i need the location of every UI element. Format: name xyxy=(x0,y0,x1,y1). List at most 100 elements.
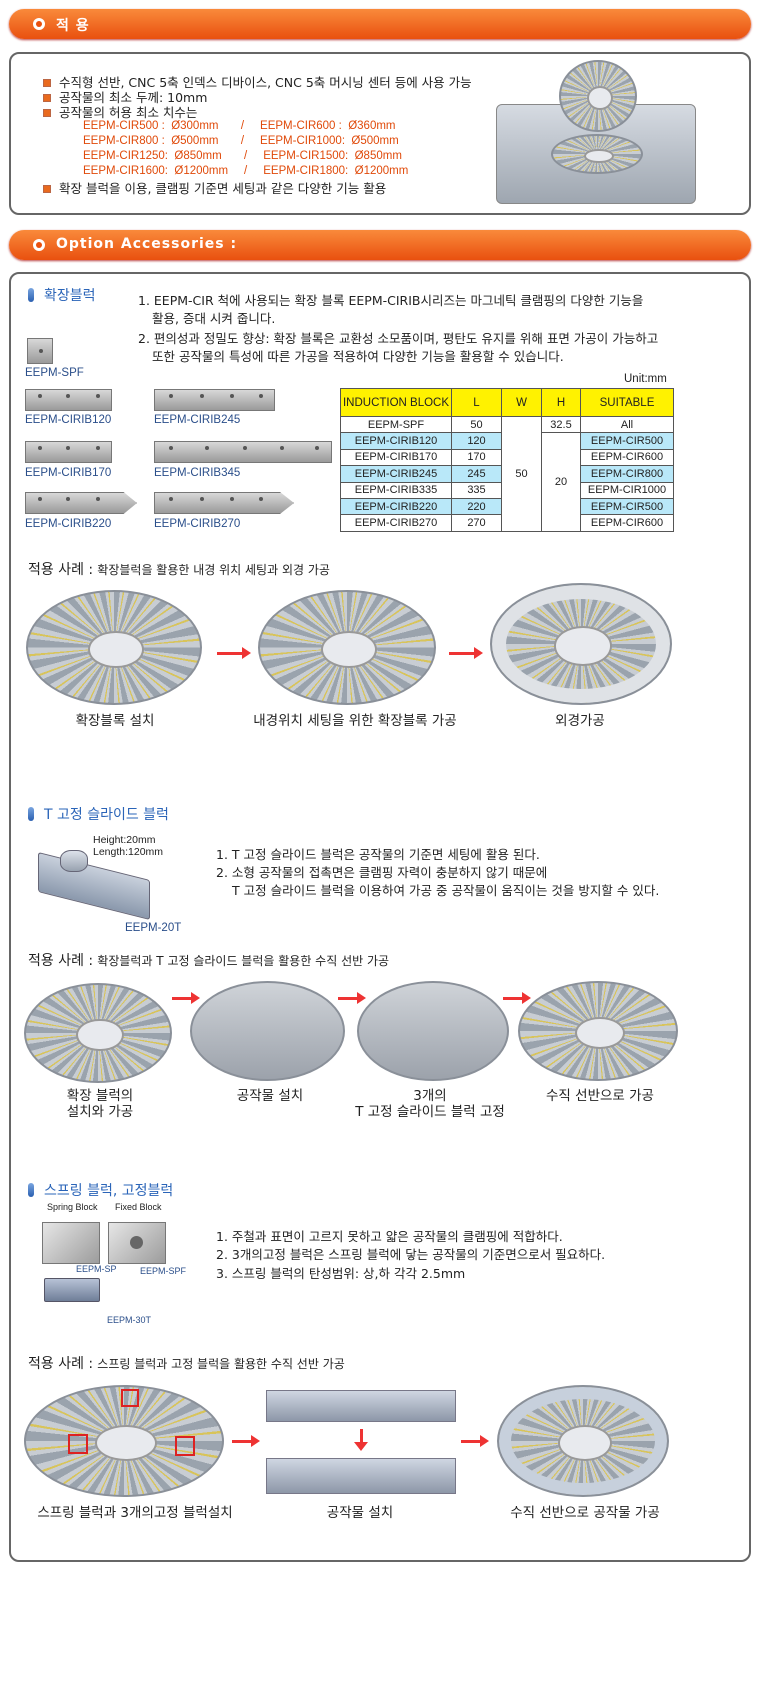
table-row: EEPM-CIRIB245 245 EEPM-CIR800 xyxy=(340,465,674,483)
col-header: L xyxy=(451,388,502,417)
table-cell: 335 xyxy=(451,481,502,499)
table-cell: EEPM-CIR600 xyxy=(580,448,674,467)
example-label: 확장블록 설치 xyxy=(75,713,155,729)
section-marker-icon xyxy=(28,288,34,302)
table-cell: EEPM-SPF xyxy=(340,415,452,434)
apply-text-2: 공작물의 최소 두께: 10mm xyxy=(59,90,208,105)
block-caption: EEPM-SPF xyxy=(25,367,84,379)
t-slide-title: T 고정 슬라이드 블럭 xyxy=(28,804,169,824)
t30-block-image xyxy=(44,1278,100,1302)
bullet-icon xyxy=(43,185,51,193)
table-cell: EEPM-CIR500 xyxy=(580,432,674,450)
chuck-image xyxy=(24,983,172,1083)
arrow-right-icon xyxy=(338,992,366,1004)
ext-p1a: 1. EEPM-CIR 척에 사용되는 확장 블록 EEPM-CIRIB시리즈는… xyxy=(138,293,644,308)
table-cell: 50 xyxy=(501,416,542,532)
table-cell: EEPM-CIR500 xyxy=(580,497,674,516)
chuck-image xyxy=(24,1385,224,1497)
col-header: SUITABLE xyxy=(580,388,674,417)
spring-p1: 1. 주철과 표면이 고르지 못하고 얇은 공작물의 클램핑에 적합하다. xyxy=(216,1229,563,1244)
arrow-right-icon xyxy=(461,1435,489,1447)
table-cell: 120 xyxy=(451,432,502,450)
spec-line: EEPM-CIR1600: Ø1200mm / EEPM-CIR1800: Ø1… xyxy=(83,165,409,177)
section-header-apply: 적 용 xyxy=(9,9,751,39)
example-label: 외경가공 xyxy=(555,713,605,729)
ext-p2b: 또한 공작물의 특성에 따른 가공을 적용하여 다양한 기능을 활용할 수 있습… xyxy=(152,349,564,364)
t-slide-boss-image xyxy=(60,850,88,872)
block-image xyxy=(25,492,137,514)
example-label: 내경위치 세팅을 위한 확장블록 가공 xyxy=(253,713,457,729)
table-cell: EEPM-CIR1000 xyxy=(580,481,674,499)
block-caption: EEPM-CIRIB120 xyxy=(25,414,112,426)
table-cell: EEPM-CIR800 xyxy=(580,465,674,483)
spring-model: EEPM-SP xyxy=(76,1264,117,1274)
table-cell: EEPM-CIRIB170 xyxy=(340,448,452,467)
chuck-image xyxy=(518,981,678,1081)
table-row: EEPM-CIRIB220 220 EEPM-CIR500 xyxy=(340,497,674,516)
arrow-right-icon xyxy=(449,647,483,659)
table-cell: 270 xyxy=(451,514,502,532)
spring-p3: 3. 스프링 블럭의 탄성범위: 상,하 각각 2.5mm xyxy=(216,1266,466,1281)
apply-text-3: 공작물의 허용 최소 치수는 xyxy=(59,105,198,120)
highlight-box xyxy=(121,1389,139,1407)
arrow-right-icon xyxy=(232,1435,260,1447)
spring-p2: 2. 3개의고정 블럭은 스프링 블럭에 닿는 공작물의 기준면으로서 필요하다… xyxy=(216,1247,606,1262)
ext-p2a: 2. 편의성과 정밀도 향상: 확장 블록은 교환성 소모품이며, 평탄도 유지… xyxy=(138,331,659,346)
unit-label: Unit:mm xyxy=(624,373,667,385)
spring-block-label: Spring Block xyxy=(47,1202,98,1212)
block-caption: EEPM-CIRIB220 xyxy=(25,518,112,530)
table-header-row: INDUCTION BLOCK L W H SUITABLE xyxy=(340,388,674,417)
chuck-image xyxy=(559,60,637,132)
table-cell: 170 xyxy=(451,448,502,467)
spec-line: EEPM-CIR1250: Ø850mm / EEPM-CIR1500: Ø85… xyxy=(83,150,402,162)
chuck-image xyxy=(26,590,202,705)
arrow-right-icon xyxy=(217,647,251,659)
spec-line: EEPM-CIR500 : Ø300mm / EEPM-CIR600 : Ø36… xyxy=(83,120,396,132)
table-row: EEPM-CIRIB270 270 EEPM-CIR600 xyxy=(340,514,674,532)
extension-block-title: 확장블럭 xyxy=(28,285,96,305)
chuck-image xyxy=(497,1385,669,1497)
t-height: Height:20mm xyxy=(93,834,156,846)
table-row: EEPM-SPF 50 50 32.5 All xyxy=(340,415,674,532)
example-label: 공작물 설치 xyxy=(326,1505,394,1521)
apply-text-1: 수직형 선반, CNC 5축 인덱스 디바이스, CNC 5축 머시닝 센터 등… xyxy=(59,75,472,90)
block-image xyxy=(25,441,112,463)
side-view-image xyxy=(266,1390,456,1422)
block-image xyxy=(27,338,53,364)
block-image xyxy=(154,389,275,411)
chuck-image xyxy=(490,583,672,705)
block-caption: EEPM-CIRIB345 xyxy=(154,467,241,479)
side-view-image xyxy=(266,1458,456,1494)
spring-block-image xyxy=(42,1222,100,1264)
example-label: 스프링 블럭과 3개의고정 블럭설치 xyxy=(37,1505,233,1521)
t-p2b: T 고정 슬라이드 블럭을 이용하여 가공 중 공작물이 움직이는 것을 방지할… xyxy=(232,883,660,898)
chuck-image xyxy=(551,134,643,174)
col-header: H xyxy=(541,388,581,417)
col-header: W xyxy=(501,388,542,417)
table-cell: EEPM-CIRIB220 xyxy=(340,497,452,516)
arrow-right-icon xyxy=(503,992,531,1004)
table-cell: 50 xyxy=(451,415,502,434)
t-p2a: 2. 소형 공작물의 접촉면은 클램핑 자력이 충분하지 않기 때문에 xyxy=(216,865,548,880)
bullet-dot-icon xyxy=(33,18,45,30)
table-row: EEPM-CIRIB120 120 20 EEPM-CIR500 xyxy=(340,432,674,532)
bullet-icon xyxy=(43,79,51,87)
spec-line: EEPM-CIR800 : Ø500mm / EEPM-CIR1000: Ø50… xyxy=(83,135,399,147)
chuck-image xyxy=(258,590,436,705)
workpiece-image xyxy=(190,981,345,1081)
table-row: EEPM-CIRIB335 335 EEPM-CIR1000 xyxy=(340,481,674,499)
section-title: 적 용 xyxy=(56,18,90,34)
example-title: 적용 사례 : 확장블럭을 활용한 내경 위치 세팅과 외경 가공 xyxy=(28,562,330,578)
table-cell: 32.5 xyxy=(541,415,581,434)
example-label: 공작물 설치 xyxy=(236,1088,304,1104)
block-caption: EEPM-CIRIB170 xyxy=(25,467,112,479)
spring-block-title: 스프링 블럭, 고정블럭 xyxy=(28,1180,173,1200)
example-title: 적용 사례 : 확장블럭과 T 고정 슬라이드 블럭을 활용한 수직 선반 가공 xyxy=(28,953,390,969)
block-image xyxy=(154,492,294,514)
bullet-dot-icon xyxy=(33,239,45,251)
highlight-box xyxy=(68,1434,88,1454)
arrow-down-icon xyxy=(354,1442,368,1451)
table-cell: 220 xyxy=(451,497,502,516)
